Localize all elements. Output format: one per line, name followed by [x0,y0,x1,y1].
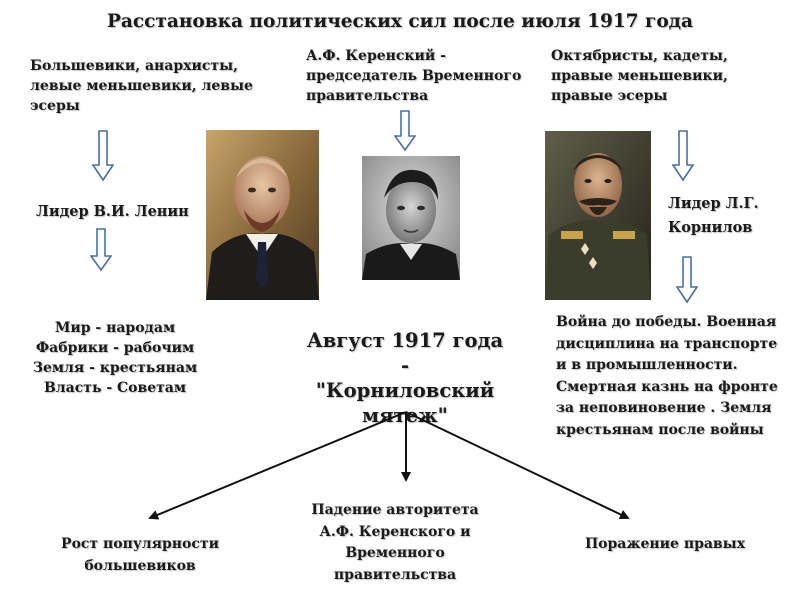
down-arrow-icon [92,130,114,182]
outcome-bolshevik-popularity: Рост популярности большевиков [61,536,219,574]
portrait-lenin [206,130,319,300]
page-title: Расстановка политических сил после июля … [107,11,693,32]
down-arrow-icon [672,130,694,182]
down-arrow-icon [90,228,112,272]
portrait-kerensky [362,156,460,280]
left-groups-text: Большевики, анархисты, левые меньшевики,… [30,58,253,114]
lenin-leader-label: Лидер В.И. Ленин [36,203,189,220]
slogan-item: Земля - крестьянам [32,360,198,376]
kerensky-title: А.Ф. Керенский - председатель Временного… [306,48,522,104]
slogan-item: Мир - народам [54,320,176,336]
down-arrow-icon [394,110,416,152]
kornilov-program-text: Война до победы. Военная дисциплина на т… [556,314,778,438]
slogan-item: Власть - Советам [43,380,187,396]
event-line: Август 1917 года - [306,329,504,377]
kornilov-leader-label: Лидер Л.Г. Корнилов [668,195,759,236]
right-groups-text: Октябристы, кадеты, правые меньшевики, п… [551,48,728,104]
down-arrow-icon [676,256,698,304]
outcome-kerensky-decline: Падение авторитета А.Ф. Керенского и Вре… [311,502,479,583]
slogan-item: Фабрики - рабочим [35,340,195,356]
arrow-to-left-outcome [148,411,407,520]
arrow-to-right-outcome [405,411,630,520]
event-line: "Корниловский [315,379,495,402]
left-slogans: Мир - народам Фабрики - рабочим Земля - … [30,318,200,398]
kornilov-revolt-title: Август 1917 года - "Корниловский мятеж" [300,328,510,428]
outcome-right-defeat: Поражение правых [584,536,746,552]
portrait-kornilov [545,131,651,300]
